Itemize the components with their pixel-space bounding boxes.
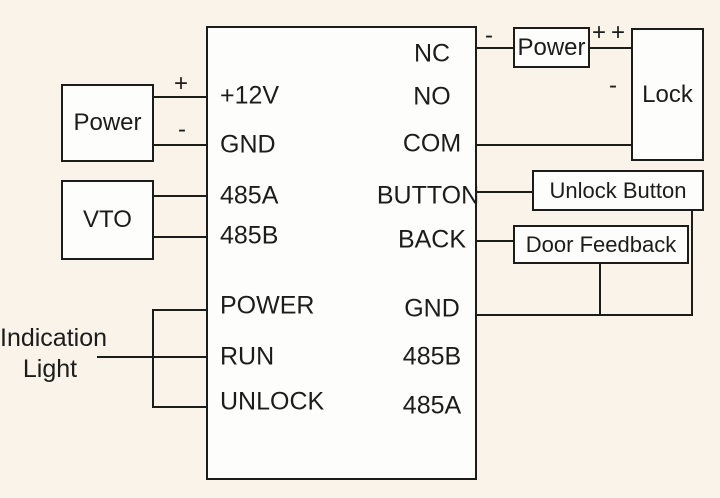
minus-mark-nc-power: - [485, 22, 493, 49]
lock-label: Lock [642, 80, 693, 108]
power-supply-right-label: Power [517, 33, 586, 61]
wire-gnd-right [477, 314, 693, 316]
terminal-run: RUN [220, 342, 275, 371]
terminal-gnd-right: GND [404, 294, 460, 323]
wire-indication-run [97, 356, 207, 358]
terminal-power: POWER [220, 291, 315, 320]
wire-back-feedback [477, 240, 514, 242]
indication-light-line1: Indication [0, 324, 108, 352]
terminal-485a-right: 485A [402, 391, 462, 420]
plus-mark-power-right-b: + [610, 19, 626, 46]
wire-vto-485a [153, 195, 207, 197]
terminal-485b-left: 485B [220, 221, 279, 250]
power-supply-box-right: Power [513, 27, 590, 68]
terminal-12v: +12V [220, 81, 280, 110]
terminal-unlock: UNLOCK [220, 387, 325, 416]
wire-indication-unlock [153, 406, 207, 408]
wire-indication-power [153, 309, 207, 311]
wire-power-minus-gnd [153, 144, 207, 146]
wire-com-lock [477, 144, 632, 146]
wire-vto-485b [153, 236, 207, 238]
wire-nc-power [477, 47, 513, 49]
wire-button-unlock [477, 191, 533, 193]
terminal-button: BUTTON [376, 181, 480, 210]
minus-mark-power-left: - [178, 116, 186, 143]
vto-box: VTO [61, 180, 154, 260]
terminal-nc: NC [413, 39, 451, 68]
wire-indication-bus [152, 309, 154, 408]
terminal-no: NO [413, 82, 451, 111]
terminal-gnd-left: GND [220, 130, 276, 159]
plus-mark-power-right-a: + [591, 19, 607, 46]
minus-mark-lock: - [609, 72, 617, 99]
unlock-button-box: Unlock Button [532, 170, 704, 211]
wire-power-plus-12v [153, 96, 207, 98]
wire-unlock-button-gnd [691, 209, 693, 316]
door-feedback-label: Door Feedback [525, 231, 677, 257]
terminal-back: BACK [397, 225, 467, 254]
controller-box [206, 26, 477, 480]
vto-label: VTO [83, 206, 132, 233]
door-feedback-box: Door Feedback [513, 225, 689, 264]
unlock-button-label: Unlock Button [549, 177, 687, 203]
wire-power-lock [588, 47, 632, 49]
power-supply-left-label: Power [73, 109, 142, 136]
lock-box: Lock [631, 28, 704, 161]
power-supply-box-left: Power [61, 84, 154, 162]
terminal-485a-left: 485A [220, 181, 279, 210]
terminal-485b-right: 485B [402, 342, 462, 371]
terminal-com: COM [402, 129, 462, 158]
indication-light-line2: Light [22, 355, 78, 383]
indication-light-label: Indication Light [0, 323, 108, 385]
plus-mark-power-left: + [173, 70, 189, 97]
wire-door-feedback-gnd [599, 262, 601, 316]
